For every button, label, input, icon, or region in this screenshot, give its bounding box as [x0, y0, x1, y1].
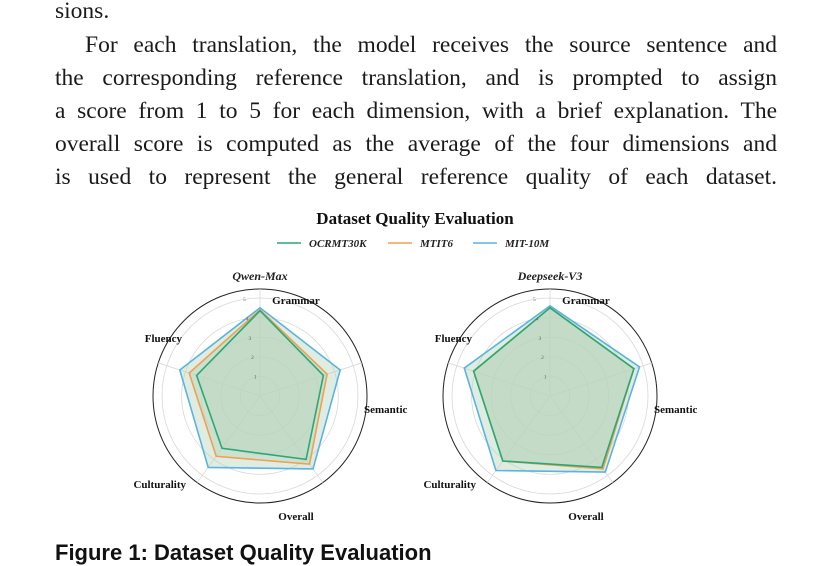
axis-label: Culturality — [423, 479, 476, 491]
grid-spoke — [486, 395, 551, 483]
ring-label: 4 — [536, 316, 539, 322]
axis-label: Fluency — [435, 333, 473, 345]
ring-label: 5 — [243, 297, 246, 303]
chart-title: Dataset Quality Evaluation — [316, 209, 514, 228]
subplot-title: Deepseek-V3 — [517, 269, 583, 283]
paragraph-continuation: sions. — [55, 0, 777, 28]
ring-label: 3 — [248, 336, 251, 342]
text-line: the corresponding reference translation,… — [55, 65, 777, 91]
ring-label: 4 — [246, 316, 249, 322]
subplot-title: Qwen-Max — [232, 269, 287, 283]
text-line: overall score is computed as the average… — [55, 131, 777, 157]
grid-spoke — [259, 362, 362, 397]
text-line: a score from 1 to 5 for each dimension, … — [55, 98, 777, 124]
series-polygon — [472, 306, 635, 469]
axis-label: Culturality — [133, 479, 186, 491]
legend-label: OCRMT30K — [309, 238, 367, 250]
series-polygon — [195, 309, 325, 461]
text-line: For each translation, the model receives… — [85, 32, 777, 58]
text-line: is used to represent the general referen… — [55, 164, 777, 190]
axis-label: Overall — [568, 511, 603, 523]
text-line: sions. — [55, 0, 110, 24]
axis-label: Overall — [278, 511, 313, 523]
ring-label: 1 — [544, 375, 547, 381]
ring-label: 2 — [251, 355, 254, 361]
axis-label: Grammar — [562, 295, 610, 307]
ring-label: 5 — [533, 297, 536, 303]
legend-label: MIT-10M — [504, 238, 550, 250]
series-polygon — [463, 304, 641, 473]
grid-spoke — [158, 362, 261, 397]
ring-label: 3 — [538, 336, 541, 342]
axis-label: Fluency — [145, 333, 183, 345]
figure-caption: Figure 1: Dataset Quality Evaluation — [55, 540, 432, 565]
ring-label: 1 — [254, 375, 257, 381]
axis-label: Grammar — [272, 295, 320, 307]
body-paragraph: For each translation, the model receives… — [55, 29, 777, 194]
axis-label: Semantic — [654, 404, 698, 416]
legend-label: MTIT6 — [419, 238, 454, 250]
ring-label: 2 — [541, 355, 544, 361]
axis-label: Semantic — [364, 404, 408, 416]
